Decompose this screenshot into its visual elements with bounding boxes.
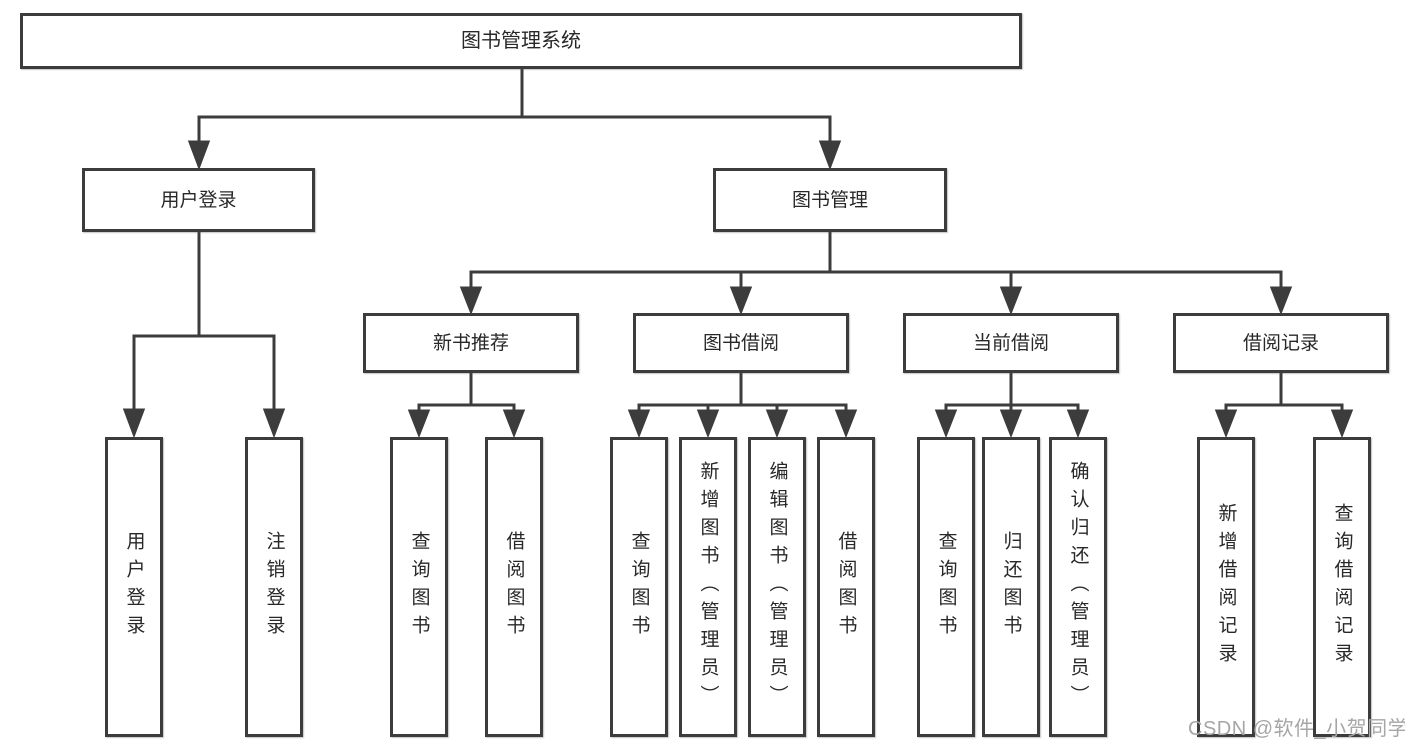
node-label: 查询图书 <box>935 531 957 643</box>
node-label: 用户登录 <box>160 189 237 211</box>
node-label: 新书推荐 <box>432 332 509 354</box>
node-new-book-recommend: 新书推荐 <box>363 313 579 373</box>
node-label: 图书借阅 <box>702 332 779 354</box>
node-borrow-records: 借阅记录 <box>1173 313 1389 373</box>
node-user-login: 用户登录 <box>82 168 315 232</box>
node-book-borrow: 图书借阅 <box>633 313 849 373</box>
node-label: 查询图书 <box>408 531 430 643</box>
node-leaf-borrow-books-2: 借阅图书 <box>817 437 875 737</box>
node-label: 确认归还（管理员） <box>1067 461 1089 713</box>
node-label: 用户登录 <box>123 531 145 643</box>
node-label: 查询借阅记录 <box>1331 503 1353 671</box>
node-book-management: 图书管理 <box>713 168 947 232</box>
node-leaf-query-books-2: 查询图书 <box>610 437 668 737</box>
node-label: 新增图书（管理员） <box>697 461 719 713</box>
node-leaf-borrow-books-1: 借阅图书 <box>485 437 543 737</box>
node-library-system: 图书管理系统 <box>20 13 1022 69</box>
node-label: 新增借阅记录 <box>1215 503 1237 671</box>
node-leaf-return-books: 归还图书 <box>982 437 1040 737</box>
node-label: 查询图书 <box>628 531 650 643</box>
node-label: 借阅图书 <box>503 531 525 643</box>
node-label: 图书管理系统 <box>461 30 581 52</box>
node-leaf-add-books-admin: 新增图书（管理员） <box>679 437 737 737</box>
node-leaf-confirm-return-admin: 确认归还（管理员） <box>1049 437 1107 737</box>
node-leaf-logout: 注销登录 <box>245 437 303 737</box>
node-leaf-query-books-1: 查询图书 <box>390 437 448 737</box>
node-label: 编辑图书（管理员） <box>766 461 788 713</box>
node-label: 图书管理 <box>791 189 868 211</box>
node-label: 注销登录 <box>263 531 285 643</box>
node-label: 借阅记录 <box>1242 332 1319 354</box>
node-leaf-edit-books-admin: 编辑图书（管理员） <box>748 437 806 737</box>
node-leaf-query-borrow-record: 查询借阅记录 <box>1313 437 1371 737</box>
node-leaf-query-books-3: 查询图书 <box>917 437 975 737</box>
node-label: 借阅图书 <box>835 531 857 643</box>
node-label: 当前借阅 <box>972 332 1049 354</box>
node-label: 归还图书 <box>1000 531 1022 643</box>
node-leaf-add-borrow-record: 新增借阅记录 <box>1197 437 1255 737</box>
node-current-borrow: 当前借阅 <box>903 313 1119 373</box>
node-leaf-user-login: 用户登录 <box>105 437 163 737</box>
